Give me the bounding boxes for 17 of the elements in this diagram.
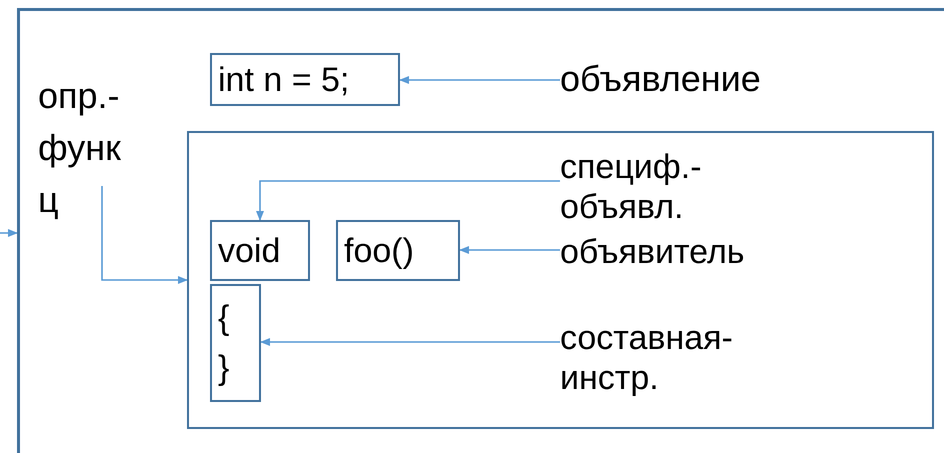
label-text: опр.- функ ц — [38, 70, 148, 220]
container-box — [187, 131, 934, 429]
arrow — [256, 180, 560, 221]
code-box: int n = 5; — [210, 53, 400, 106]
label-text: объявление — [560, 56, 860, 102]
label-text: составная- инстр. — [560, 318, 800, 398]
label-text: объявитель — [560, 232, 860, 272]
arrow — [459, 246, 560, 254]
arrow — [260, 338, 560, 346]
label-text: специф.- объявл. — [560, 147, 820, 227]
container-box — [17, 8, 944, 453]
code-box: { } — [210, 284, 261, 402]
arrow — [0, 229, 18, 237]
arrow — [101, 186, 188, 284]
code-box: foo() — [336, 220, 460, 281]
arrow — [399, 76, 560, 84]
code-box: void — [210, 220, 310, 281]
